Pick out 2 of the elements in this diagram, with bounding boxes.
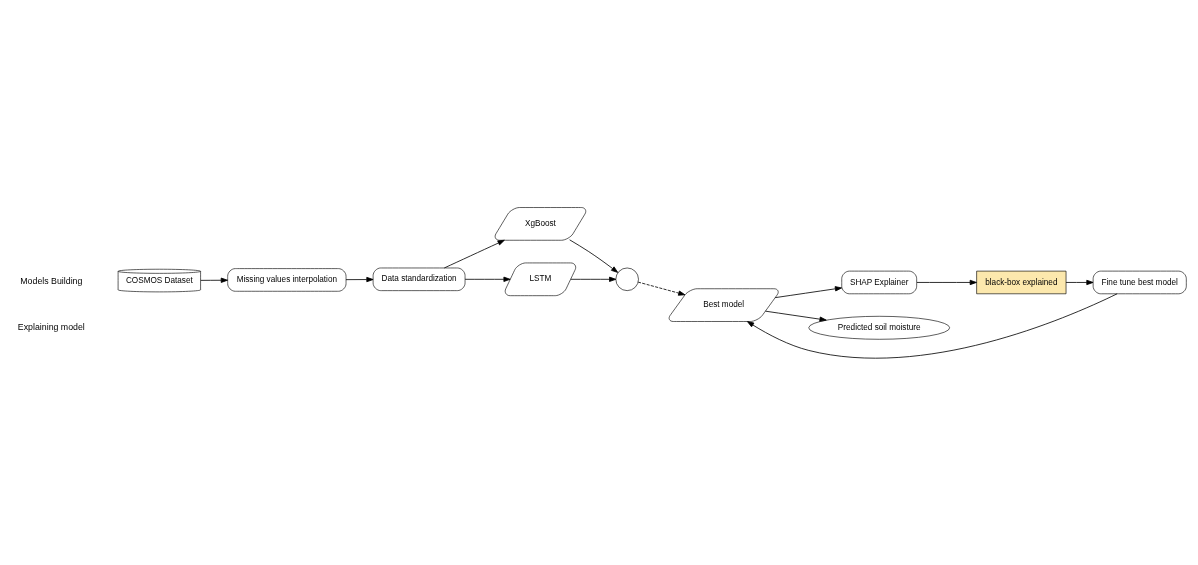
label: Explaining model <box>17 321 85 332</box>
label: Models Building <box>20 275 83 286</box>
